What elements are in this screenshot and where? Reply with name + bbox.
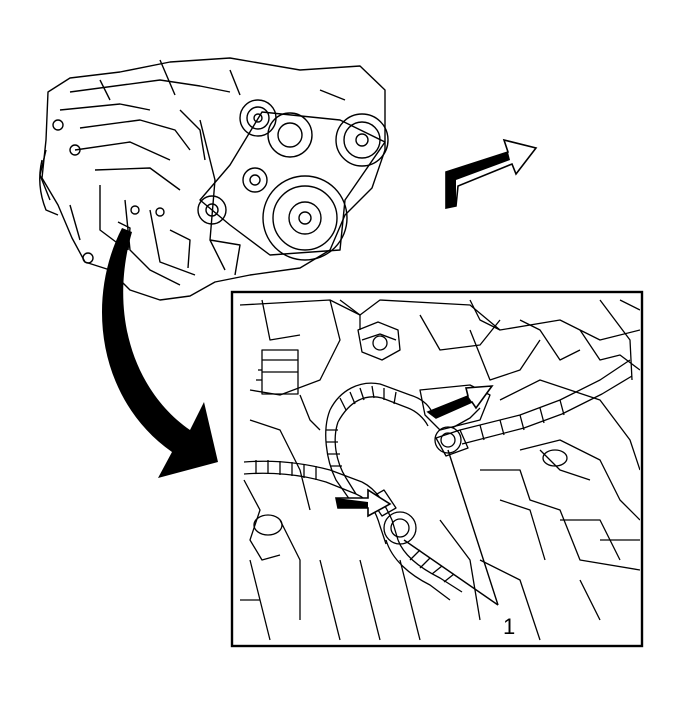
engine-overview	[39, 57, 389, 301]
callout-number: 1	[503, 614, 515, 639]
front-direction-arrow-icon	[445, 138, 538, 209]
clip-release-arrow-icon	[426, 385, 494, 419]
detail-frame: 1	[230, 290, 644, 648]
clip-release-arrow-icon	[335, 488, 392, 518]
curved-pointer-arrow-icon	[101, 228, 218, 478]
